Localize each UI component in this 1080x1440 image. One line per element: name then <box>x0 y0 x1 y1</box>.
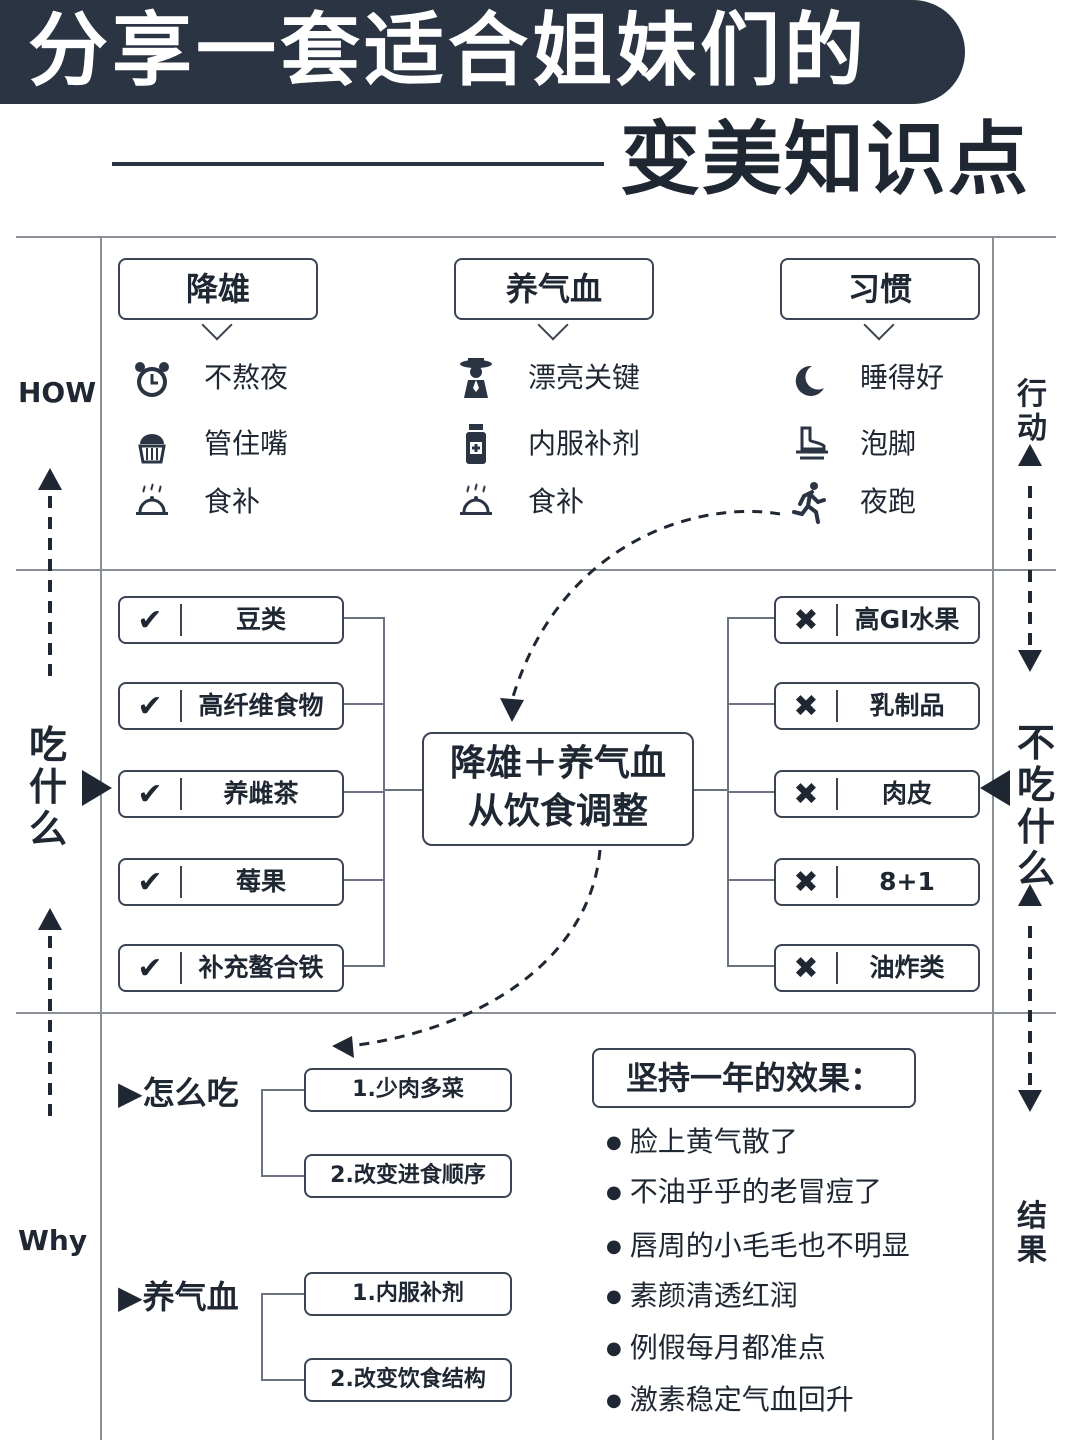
triangle-icon: ▶ <box>118 1278 143 1316</box>
svg-text:z: z <box>812 370 818 381</box>
item-beauty-key: 漂亮关键 <box>528 361 641 394</box>
effect-item: 素颜清透红润 <box>606 1276 798 1320</box>
cross-icon: ✖ <box>793 864 819 900</box>
item-oral-supplement: 内服补剂 <box>528 427 641 460</box>
eat-item: ✔高纤维食物 <box>118 682 344 730</box>
item-food-supplement: 食补 <box>204 485 261 518</box>
check-icon: ✔ <box>137 776 163 812</box>
grid-line-left <box>100 236 102 1440</box>
moon-sleep-icon: z <box>786 358 830 402</box>
effect-item: 唇周的小毛毛也不明显 <box>606 1226 910 1270</box>
grid-line-right <box>992 236 994 1440</box>
eat-label: 吃什么 <box>28 723 67 851</box>
check-icon: ✔ <box>137 950 163 986</box>
how-label: HOW <box>18 376 97 409</box>
effect-item: 激素稳定气血回升 <box>606 1380 854 1424</box>
avoid-item: ✖高GI水果 <box>774 596 980 644</box>
title-rule <box>112 162 604 166</box>
grid-line-mid <box>16 569 1056 571</box>
triangle-icon: ▶ <box>118 1074 143 1112</box>
alarm-clock-icon <box>130 358 174 402</box>
grid-line-low <box>16 1012 1056 1014</box>
runner-icon <box>786 480 830 524</box>
cross-icon: ✖ <box>793 950 819 986</box>
grid-line-top <box>16 236 1056 238</box>
cross-icon: ✖ <box>793 602 819 638</box>
check-icon: ✔ <box>137 602 163 638</box>
foot-bath-icon <box>790 422 834 466</box>
item-sleep-well: 睡得好 <box>860 361 945 394</box>
medicine-bottle-icon <box>454 422 498 466</box>
item-food-supplement-2: 食补 <box>528 485 585 518</box>
item-night-run: 夜跑 <box>860 485 917 518</box>
center-line-2: 从饮食调整 <box>467 791 648 832</box>
nourish-item: 1.内服补剂 <box>304 1272 512 1316</box>
title-line-2: 变美知识点 <box>620 113 1030 206</box>
why-label: Why <box>18 1224 88 1257</box>
avoid-item: ✖8+1 <box>774 858 980 906</box>
avoid-item: ✖油炸类 <box>774 944 980 992</box>
heading-lower-androgen: 降雄 <box>118 258 318 320</box>
cross-icon: ✖ <box>793 688 819 724</box>
nourish-heading: ▶养气血 <box>118 1278 239 1316</box>
heading-nourish-blood: 养气血 <box>454 258 654 320</box>
eat-item: ✔养雌茶 <box>118 770 344 818</box>
result-label: 结果 <box>1017 1199 1047 1268</box>
check-icon: ✔ <box>137 688 163 724</box>
check-icon: ✔ <box>137 864 163 900</box>
cupcake-icon <box>130 424 174 468</box>
eat-item: ✔莓果 <box>118 858 344 906</box>
avoid-item: ✖乳制品 <box>774 682 980 730</box>
food-dome-icon <box>130 480 174 524</box>
person-hat-icon <box>454 356 498 400</box>
effects-heading: 坚持一年的效果： <box>592 1048 916 1108</box>
action-label: 行动 <box>1017 377 1047 446</box>
how-to-eat-heading: ▶怎么吃 <box>118 1074 239 1112</box>
avoid-item: ✖肉皮 <box>774 770 980 818</box>
eat-item: ✔豆类 <box>118 596 344 644</box>
effect-item: 例假每月都准点 <box>606 1328 826 1372</box>
effect-item: 脸上黄气散了 <box>606 1122 798 1166</box>
center-topic-box: 降雄＋养气血 从饮食调整 <box>422 732 694 846</box>
effect-item: 不油乎乎的老冒痘了 <box>606 1172 882 1216</box>
item-foot-soak: 泡脚 <box>860 427 917 460</box>
food-dome-icon <box>454 480 498 524</box>
eat-item: ✔补充螯合铁 <box>118 944 344 992</box>
center-line-1: 降雄＋养气血 <box>449 743 666 784</box>
not-eat-label: 不吃什么 <box>1016 721 1055 891</box>
heading-habits: 习惯 <box>780 258 980 320</box>
item-no-late-night: 不熬夜 <box>204 361 289 394</box>
item-control-diet: 管住嘴 <box>204 427 289 460</box>
title-line-1: 分享一套适合姐妹们的 <box>28 4 868 97</box>
side-arrows <box>38 444 1042 1116</box>
how-to-eat-item: 1.少肉多菜 <box>304 1068 512 1112</box>
title-banner <box>0 0 965 104</box>
how-to-eat-item: 2.改变进食顺序 <box>304 1154 512 1198</box>
cross-icon: ✖ <box>793 776 819 812</box>
nourish-item: 2.改变饮食结构 <box>304 1358 512 1402</box>
